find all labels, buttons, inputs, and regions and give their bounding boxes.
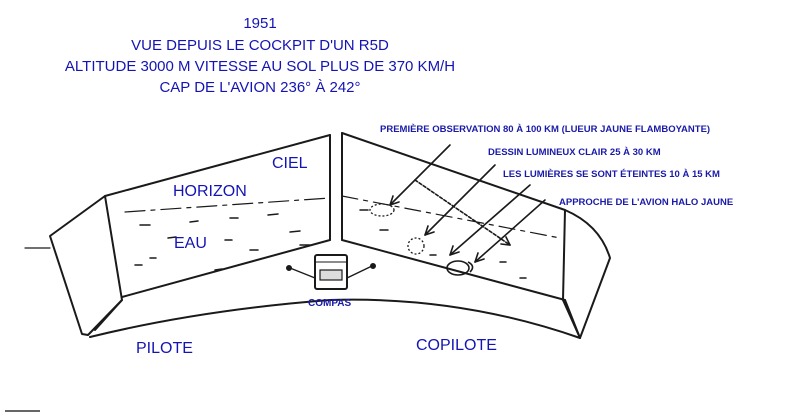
first-sighting-glow	[369, 203, 395, 217]
copilot-label: COPILOTE	[416, 337, 497, 354]
horizon-label: HORIZON	[173, 183, 247, 200]
left-side-panel	[49, 195, 123, 336]
right-side-panel	[562, 209, 611, 339]
water-label: EAU	[174, 235, 207, 252]
yellow-halo-object	[446, 260, 470, 276]
title-year: 1951	[243, 15, 277, 32]
pilot-label: PILOTE	[136, 340, 193, 357]
compass-label: COMPAS	[308, 298, 352, 309]
bright-pattern-glow	[407, 237, 425, 255]
title-line-1: VUE DEPUIS LE COCKPIT D'UN R5D	[131, 37, 389, 54]
observation-label-lights-out: LES LUMIÈRES SE SONT ÉTEINTES 10 À 15 KM	[503, 169, 720, 180]
compass-icon	[286, 254, 376, 290]
title-line-3: CAP DE L'AVION 236° À 242°	[159, 79, 361, 96]
sky-label: CIEL	[272, 155, 308, 172]
observation-label-first: PREMIÈRE OBSERVATION 80 À 100 KM (LUEUR …	[380, 124, 711, 135]
dashboard-edge	[89, 298, 581, 339]
center-strut	[329, 132, 343, 241]
observation-label-approach: APPROCHE DE L'AVION HALO JAUNE	[559, 197, 734, 208]
observation-label-bright-pattern: DESSIN LUMINEUX CLAIR 25 À 30 KM	[488, 147, 661, 158]
title-line-2: ALTITUDE 3000 M VITESSE AU SOL PLUS DE 3…	[64, 58, 456, 75]
